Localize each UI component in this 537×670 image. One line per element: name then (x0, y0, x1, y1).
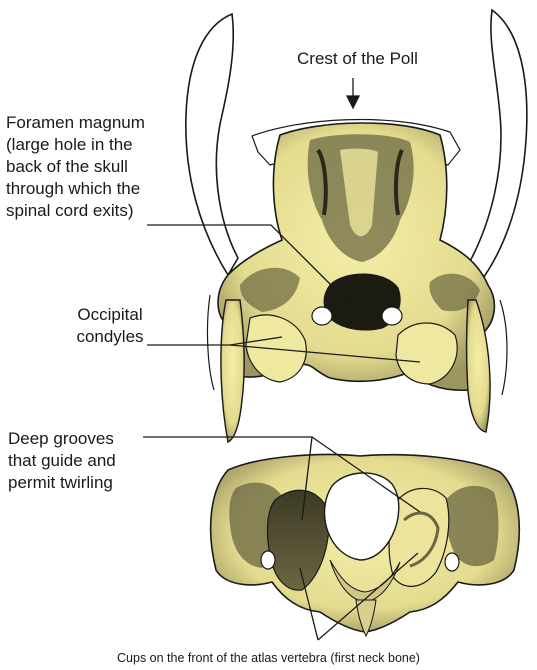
grooves-label-line: Deep grooves (8, 428, 116, 450)
foramen-magnum-label: Foramen magnum (large hole in the back o… (6, 112, 145, 222)
foramen-label-line: back of the skull (6, 156, 145, 178)
atlas-cups-label: Cups on the front of the atlas vertebra … (0, 650, 537, 666)
crest-of-poll-label: Crest of the Poll (297, 48, 418, 70)
right-ear (468, 10, 527, 285)
skull (218, 123, 494, 442)
foramen-label-line: Foramen magnum (6, 112, 145, 134)
deep-grooves-label: Deep grooves that guide and permit twirl… (8, 428, 116, 494)
grooves-label-line: permit twirling (8, 472, 116, 494)
foramen-label-line: (large hole in the (6, 134, 145, 156)
occipital-condyles-label: Occipital condyles (60, 304, 160, 348)
crest-arrowhead (347, 96, 359, 108)
foramen-label-line: spinal cord exits) (6, 200, 145, 222)
left-ear (186, 14, 238, 275)
condyles-label-line: Occipital (60, 304, 160, 326)
foramen-label-line: through which the (6, 178, 145, 200)
condyles-label-line: condyles (60, 326, 160, 348)
grooves-label-line: that guide and (8, 450, 116, 472)
atlas-vertebra (211, 455, 520, 636)
